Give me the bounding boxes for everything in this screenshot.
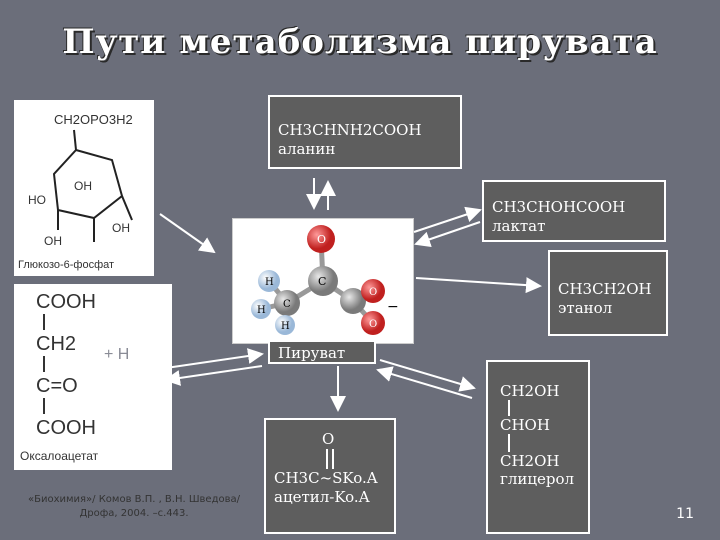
ethanol-box: CH3CH2OH этанол [548,250,668,336]
glycerol-bond1 [508,400,510,416]
arrow-pyruvate-to-ethanol [415,277,542,294]
svg-text:CH2: CH2 [36,333,76,355]
alanine-formula: CH3CHNH2COOH [278,121,422,139]
acetyl-name: ацетил-Ko.A [274,488,370,506]
phosphate-text: CH2OPO3H2 [54,112,133,127]
acetyl-formula: CH3C~SKo.A [274,469,378,487]
arrow-pyruvate-to-lactate [413,206,482,233]
glycerol-line3: CH2OH [500,452,560,470]
acetyl-coa-box: O CH3C~SKo.A ацетил-Ko.A [264,418,396,534]
svg-text:C=O: C=O [36,375,78,397]
lactate-name: лактат [492,217,546,235]
acetyl-double-bond [326,449,334,469]
glycerol-name: глицерол [500,470,575,488]
ethanol-formula: CH3CH2OH [558,280,652,298]
lactate-box: CH3CHOHCOOH лактат [482,180,666,242]
svg-text:O: O [317,233,326,246]
arrow-glycerol-to-pyruvate [376,366,473,399]
pyruvate-molecule-image: O C C O O − H H H [232,218,414,344]
oxaloacetate-label: Оксалоацетат [20,449,99,463]
pyruvate-model: O C C O O − H H H [251,225,399,335]
svg-text:COOH: COOH [36,291,96,313]
arrow-oxaloacetate-to-pyruvate [165,348,264,369]
arrow-pyruvate-to-glycerol [379,359,476,392]
svg-text:H: H [281,321,290,332]
glycerol-box: CH2OH CHOH CH2OH глицерол [486,360,590,534]
svg-text:O: O [369,319,377,330]
ho-text: HO [28,193,46,207]
slide-number: 11 [676,506,694,522]
faint-h-text: + H [104,346,130,363]
svg-text:O: O [369,287,377,298]
glucose-6-phosphate-card: CH2OPO3H2 OH HO OH OH Глюкозо-6-фосфат [14,100,154,276]
svg-text:OH: OH [44,234,62,248]
oxaloacetate-card: COOH CH2 C=O COOH Оксалоацетат [14,284,172,470]
glycerol-bond2 [508,434,510,452]
arrow-pyruvate-to-oxaloacetate [164,365,263,386]
oxaloacetate-structure: COOH CH2 C=O COOH Оксалоацетат [20,291,99,463]
oh-text: OH [74,179,92,193]
svg-text:C: C [283,299,291,310]
glycerol-line1: CH2OH [500,382,560,400]
arrow-lactate-to-pyruvate [414,221,481,248]
svg-text:H: H [257,305,266,316]
svg-text:COOH: COOH [36,417,96,439]
glucose-label: Глюкозо-6-фосфат [18,259,114,271]
svg-text:OH: OH [112,221,130,235]
alanine-box: CH3CHNH2COOH аланин [268,95,462,169]
glucose-structure: CH2OPO3H2 OH HO OH OH Глюкозо-6-фосфат [18,112,133,271]
arrow-glucose-to-pyruvate [159,213,216,254]
ethanol-name: этанол [558,299,613,317]
lactate-formula: CH3CHOHCOOH [492,198,626,216]
svg-text:H: H [265,277,274,288]
alanine-name: аланин [278,140,336,158]
glycerol-line2: CHOH [500,416,550,434]
pyruvate-label: Пируват [268,340,376,364]
reference-text: «Биохимия»/ Комов В.П. , В.Н. Шведова/ Д… [27,494,241,519]
slide-title: Пути метаболизма пирувата [62,22,658,62]
acetyl-o: O [322,430,335,448]
svg-text:−: − [387,299,399,315]
svg-text:C: C [318,275,326,288]
